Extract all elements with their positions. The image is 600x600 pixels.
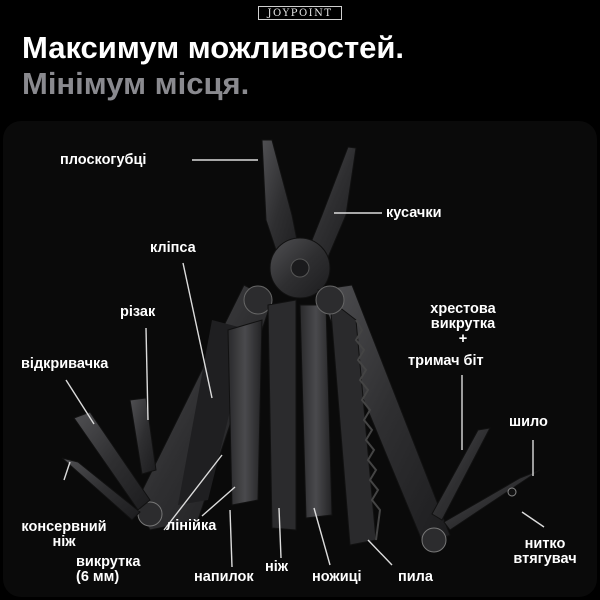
label-knife: ніж: [265, 559, 289, 575]
brand-logo: JOYPOINT: [258, 6, 342, 20]
label-can-opener: консервний ніж: [21, 520, 107, 550]
label-clip: кліпса: [150, 240, 196, 256]
label-thread-puller: нитко втягувач: [500, 537, 590, 567]
label-can-opener-line1: консервний: [21, 519, 107, 535]
label-wire-cutters: кусачки: [386, 205, 442, 221]
label-awl: шило: [509, 414, 548, 430]
label-file: напилок: [194, 569, 254, 585]
headline: Максимум можливостей.: [22, 30, 405, 65]
label-cross-screwdriver-line1: хрестова: [430, 301, 496, 317]
label-thread-puller-line2: втягувач: [513, 551, 577, 567]
label-ruler: лінійка: [166, 518, 217, 534]
center-tools: [227, 299, 333, 531]
label-can-opener-line2: ніж: [52, 534, 76, 550]
label-bit-holder: тримач біт: [408, 353, 484, 369]
pliers-jaws: [261, 139, 357, 299]
label-opener: відкривачка: [21, 356, 109, 372]
product-card: [3, 121, 597, 597]
label-cross-screwdriver: хрестова викрутка +: [416, 302, 510, 347]
label-cross-screwdriver-line2: викрутка: [430, 316, 496, 332]
label-cutter: різак: [120, 304, 156, 320]
label-screwdriver-6mm: викрутка (6 мм): [76, 555, 140, 585]
label-saw: пила: [398, 569, 433, 585]
label-screwdriver-line2: (6 мм): [76, 569, 120, 585]
label-thread-puller-line1: нитко: [524, 536, 566, 552]
label-screwdriver-line1: викрутка: [76, 554, 141, 570]
callout-lines: [63, 159, 545, 568]
subheadline: Мінімум місця.: [22, 66, 250, 101]
left-small-tools: [61, 397, 157, 521]
label-plus: +: [458, 331, 468, 347]
right-small-tools: [431, 427, 541, 531]
right-handle: [315, 284, 451, 553]
label-pliers: плоскогубці: [60, 152, 147, 168]
label-scissors: ножиці: [312, 569, 362, 585]
hero-text: Максимум можливостей. Мінімум місця.: [22, 30, 404, 102]
